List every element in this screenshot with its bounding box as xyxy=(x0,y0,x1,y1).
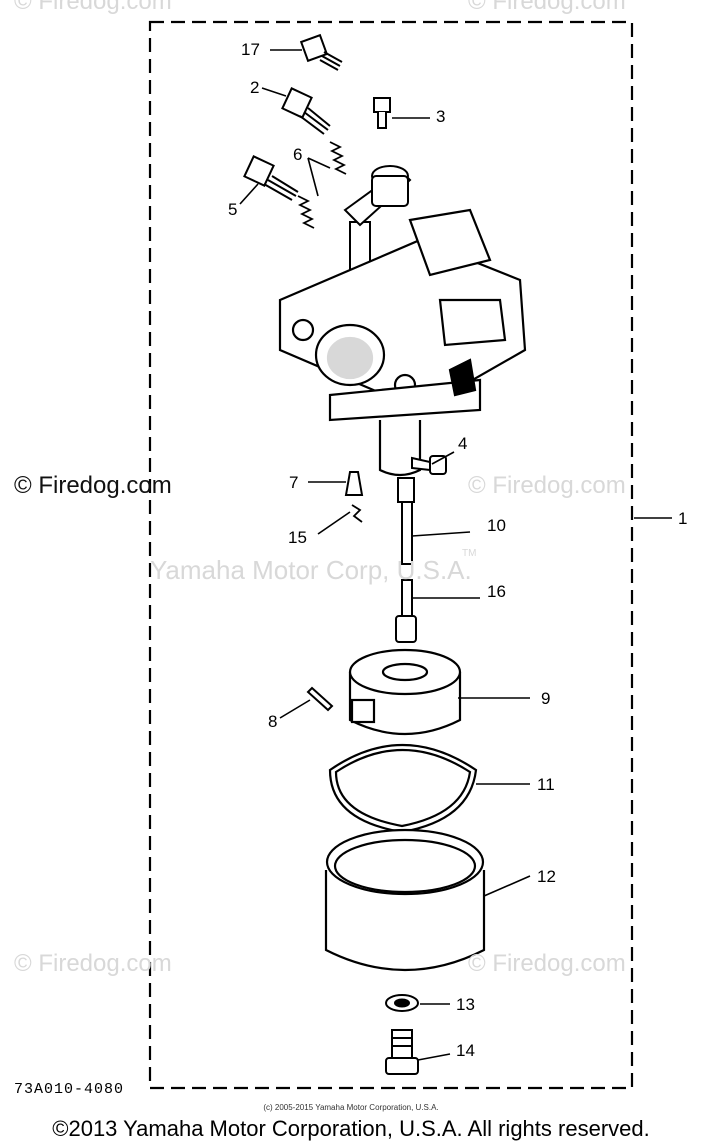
callout-9: 9 xyxy=(541,689,551,708)
callout-1: 1 xyxy=(678,509,688,528)
footer-copyright: ©2013 Yamaha Motor Corporation, U.S.A. A… xyxy=(52,1116,650,1141)
screw-2-part xyxy=(281,87,331,135)
main-nozzle-10-part xyxy=(397,477,415,565)
callout-10: 10 xyxy=(487,516,506,535)
assembly-dashed-border xyxy=(148,20,634,1090)
screw-17-part xyxy=(299,33,343,71)
callout-11: 11 xyxy=(537,775,555,794)
watermark-firedog: © Firedog.com xyxy=(14,472,172,499)
small-copyright: (c) 2005-2015 Yamaha Motor Corporation, … xyxy=(263,1103,439,1112)
watermark-tm: TM xyxy=(462,548,477,559)
needle-valve-7-part xyxy=(344,471,364,496)
callout-2: 2 xyxy=(250,78,260,97)
callout-17: 17 xyxy=(241,40,260,59)
screw-4-part xyxy=(411,455,447,475)
clip-15-part xyxy=(351,504,363,523)
bolt-14-part xyxy=(385,1029,419,1075)
callout-3: 3 xyxy=(436,107,446,126)
watermark-firedog: © Firedog.com xyxy=(468,950,626,977)
watermark-firedog: © Firedog.com xyxy=(14,0,172,15)
callout-13: 13 xyxy=(456,995,475,1014)
callout-5: 5 xyxy=(228,200,238,219)
gasket-11-part xyxy=(328,744,478,834)
float-pin-8-part xyxy=(306,686,334,712)
diagram-code: 73A010-4080 xyxy=(14,1081,125,1098)
main-jet-16-part xyxy=(395,579,417,643)
callout-7: 7 xyxy=(289,473,299,492)
callout-14: 14 xyxy=(456,1041,475,1060)
callout-8: 8 xyxy=(268,712,278,731)
watermark-yamaha: Yamaha Motor Corp, U.S.A. xyxy=(150,555,472,585)
callout-16: 16 xyxy=(487,582,506,601)
watermark-firedog: © Firedog.com xyxy=(468,0,626,15)
callout-12: 12 xyxy=(537,867,556,886)
watermark-firedog: © Firedog.com xyxy=(468,472,626,499)
float-9-part xyxy=(348,648,462,735)
springs-6-part xyxy=(297,141,347,229)
callout-6: 6 xyxy=(293,145,303,164)
float-bowl-12-part xyxy=(324,828,486,972)
callout-4: 4 xyxy=(458,434,468,453)
washer-13-part xyxy=(385,994,419,1012)
watermark-firedog: © Firedog.com xyxy=(14,950,172,977)
callout-15: 15 xyxy=(288,528,307,547)
screw-3-part xyxy=(373,97,391,129)
screw-5-part xyxy=(243,155,299,201)
carburetor-body xyxy=(278,208,527,477)
leader-lines xyxy=(239,49,531,1061)
